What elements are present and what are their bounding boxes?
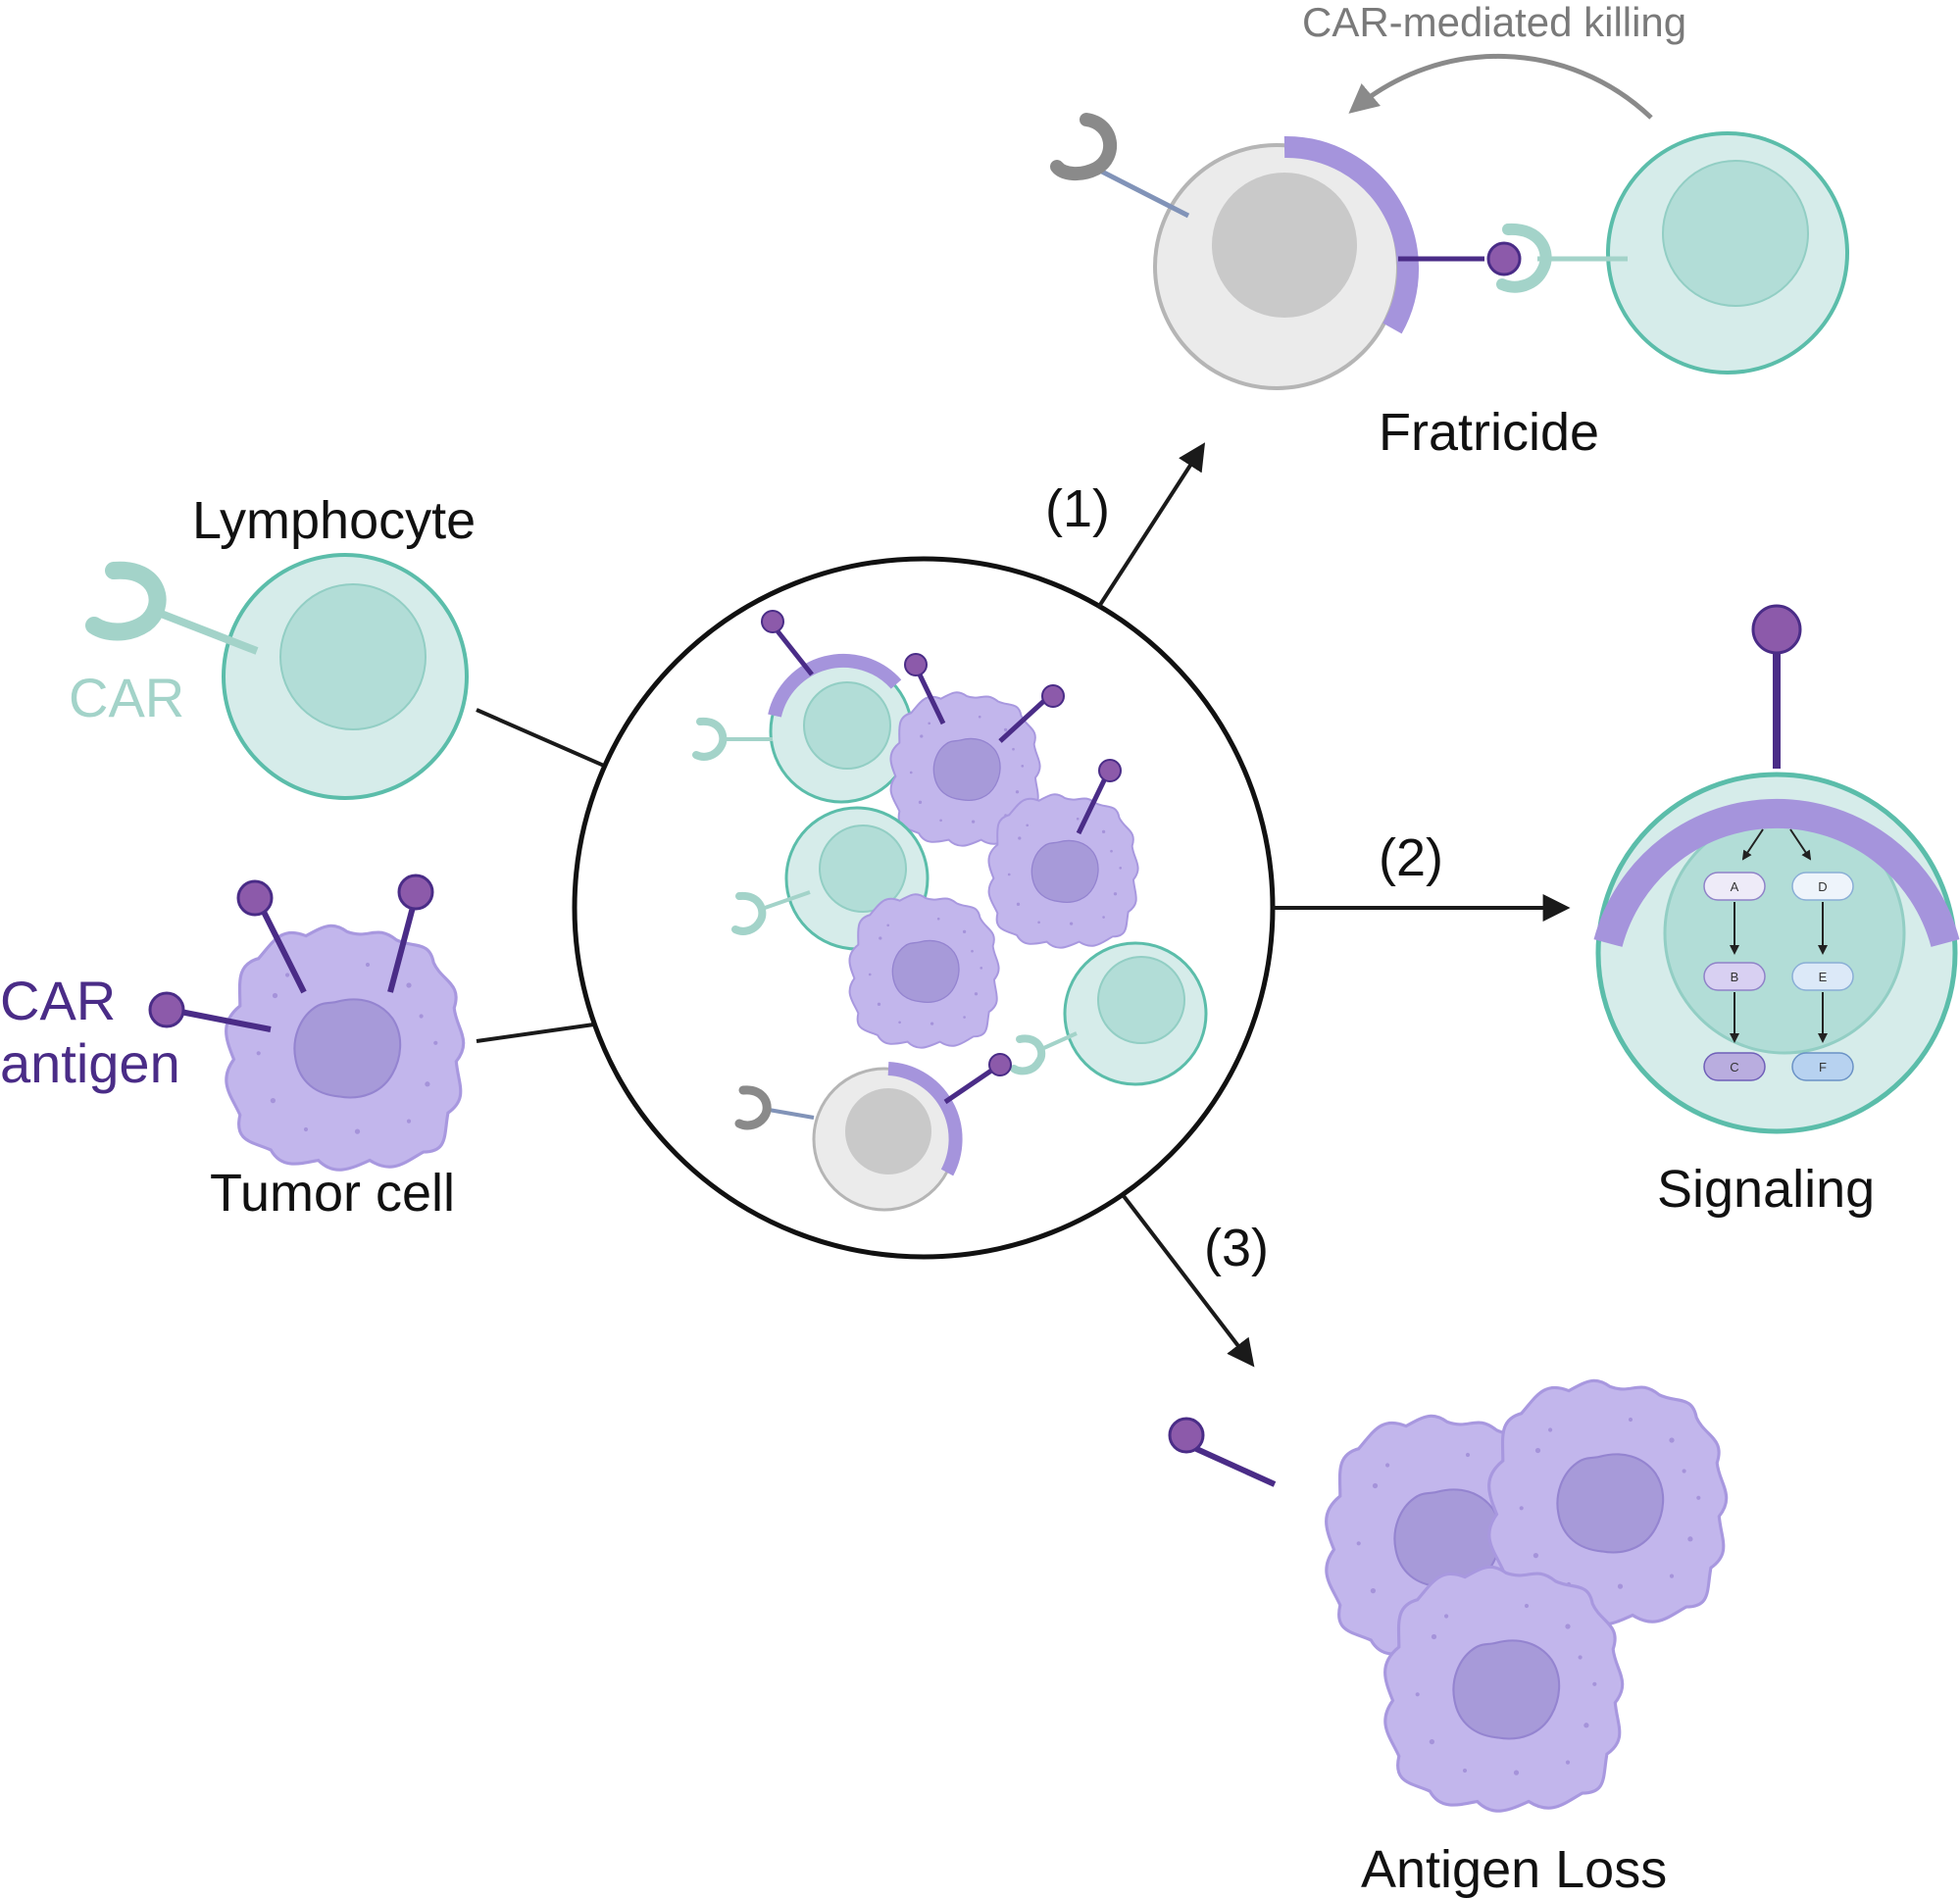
fratricide-gray-cell xyxy=(1050,113,1522,390)
fratricide-label: Fratricide xyxy=(1379,403,1600,462)
antigen-icon xyxy=(236,879,274,917)
step-2-label: (2) xyxy=(1379,828,1443,887)
car-antigen-label-line2: antigen xyxy=(0,1032,180,1094)
tumor-cell-label: Tumor cell xyxy=(210,1164,456,1223)
signaling-node-e: E xyxy=(1819,970,1828,984)
car-mediated-killing-label: CAR-mediated killing xyxy=(1302,0,1687,45)
car-antigen-label-line1: CAR xyxy=(0,970,117,1031)
signaling-cell: A D B E C F xyxy=(1593,604,1960,1134)
arrow-to-fratricide xyxy=(1096,442,1206,610)
signaling-antigen-icon xyxy=(1751,604,1802,655)
signaling-label: Signaling xyxy=(1657,1160,1876,1219)
tumor-cell xyxy=(148,874,466,1172)
fratricide-lymphocyte xyxy=(1496,131,1849,375)
fratricide-scene xyxy=(1050,54,1849,390)
signaling-node-c: C xyxy=(1730,1060,1738,1074)
signaling-node-b: B xyxy=(1731,970,1739,984)
car-receptor-icon xyxy=(85,561,167,641)
signaling-node-f: F xyxy=(1819,1060,1827,1074)
step-1-label: (1) xyxy=(1045,479,1110,538)
lymphocyte-label: Lymphocyte xyxy=(192,491,477,550)
arrow-to-antigen-loss xyxy=(1122,1194,1255,1368)
coculture-circle xyxy=(572,556,1276,1260)
signaling-node-a: A xyxy=(1731,879,1739,894)
antigen-loss-label: Antigen Loss xyxy=(1361,1840,1668,1899)
car-label: CAR xyxy=(69,667,185,728)
step-3-label: (3) xyxy=(1204,1219,1269,1277)
signaling-node-d: D xyxy=(1818,879,1827,894)
lymphocyte-cell xyxy=(85,553,469,800)
antigen-loss-cells xyxy=(1168,1378,1729,1813)
car-mediated-killing-arrow xyxy=(1348,54,1653,120)
